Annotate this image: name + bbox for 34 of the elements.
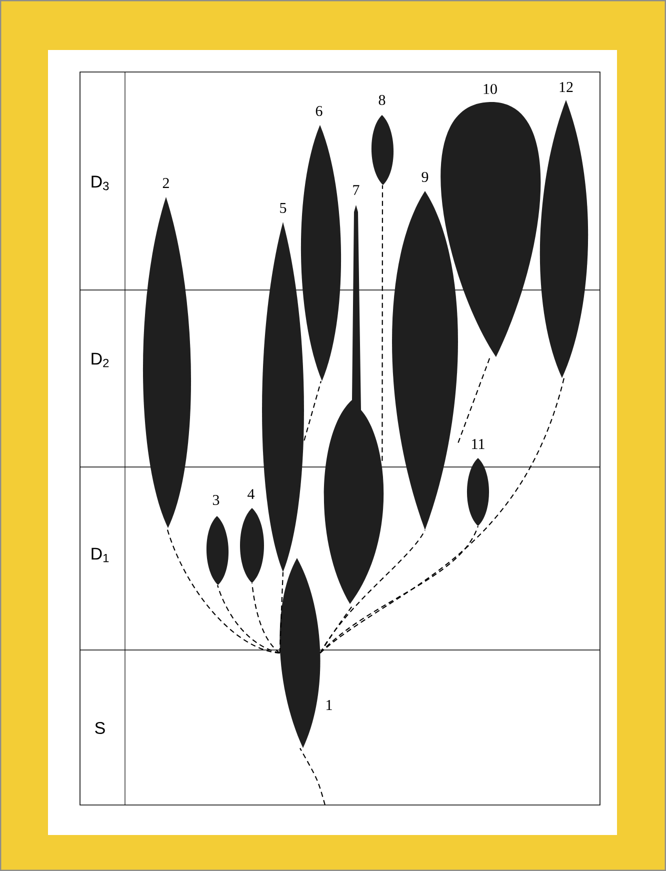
dashed-line (300, 748, 326, 806)
dashed-line (320, 378, 565, 654)
dashed-line (320, 526, 478, 654)
node-label: 9 (422, 172, 428, 182)
dashed-line (458, 357, 491, 443)
node-label: 1 (326, 700, 332, 710)
node-label: 6 (316, 106, 322, 116)
dashed-line (320, 530, 426, 654)
dashed-line (279, 572, 284, 654)
spindle: 7 (324, 185, 384, 604)
node-label: 8 (378, 94, 386, 106)
spindle: 11 (466, 439, 490, 526)
zone-label: D$_{3}$ (92, 176, 109, 190)
node-label: 3 (212, 494, 220, 506)
dashed-line (166, 528, 280, 654)
node-label: 5 (280, 203, 286, 213)
zone-label: D$_{2}$ (92, 352, 109, 368)
dashed-line (304, 381, 322, 441)
dashed-line (216, 585, 280, 654)
node-label: 7 (353, 185, 360, 195)
dashed-line (382, 185, 384, 461)
spindle: 3 (206, 494, 229, 585)
spindle: 12 (540, 82, 588, 378)
zone-label: S (95, 722, 105, 734)
node-label: 11 (472, 439, 484, 449)
spindle: 4 (240, 489, 264, 583)
node-label: 12 (560, 82, 573, 92)
zone-label: D$_{1}$ (92, 548, 109, 562)
spindle: 8 (371, 94, 394, 185)
node-label: 10 (484, 84, 497, 94)
spindle: 2 (143, 178, 191, 528)
node-label: 4 (248, 489, 255, 499)
dashed-line (251, 583, 280, 654)
node-label: 2 (162, 178, 169, 188)
